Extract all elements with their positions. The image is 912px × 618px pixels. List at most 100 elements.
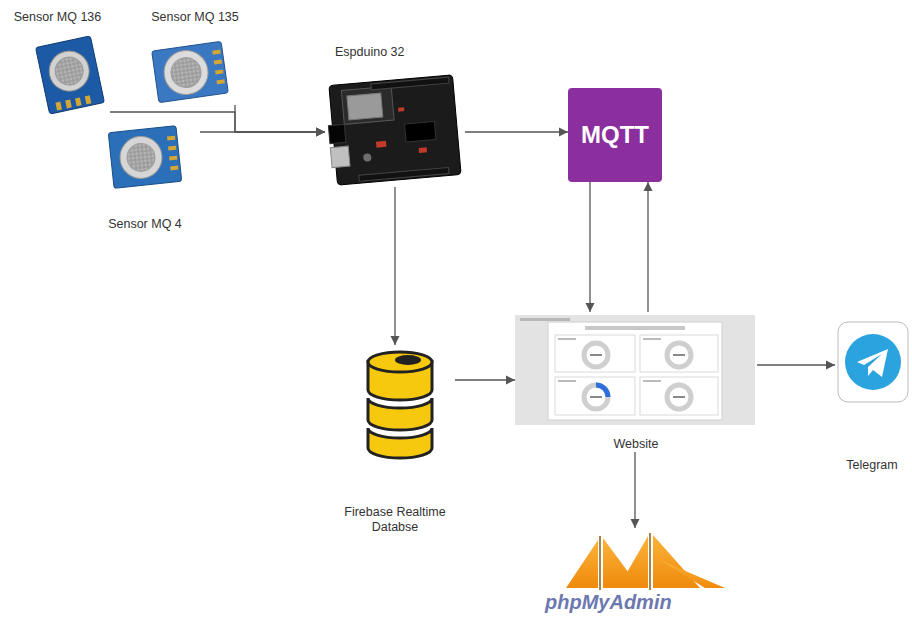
mq4-sensor-picture-part bbox=[167, 136, 175, 141]
mq136-sensor-picture-part bbox=[65, 100, 72, 109]
microcontroller-board: Espduino 32 bbox=[325, 45, 465, 187]
website-screenshot-part bbox=[548, 322, 722, 420]
node-label: Website bbox=[614, 437, 659, 452]
website-screenshot-part bbox=[558, 380, 576, 382]
espduino-board-picture-part bbox=[328, 124, 346, 143]
node-label: Firebase Realtime Databse bbox=[339, 505, 451, 535]
website-screenshot-part bbox=[515, 315, 755, 425]
mq4-sensor-picture-part bbox=[169, 156, 177, 161]
espduino-board-picture-part bbox=[371, 77, 449, 90]
flow-arrow bbox=[634, 452, 635, 528]
website-screenshot-part bbox=[643, 380, 661, 382]
mq4-sensor-picture-part bbox=[108, 126, 181, 189]
telegram-app: Telegram bbox=[835, 318, 909, 473]
website-screenshot-part bbox=[590, 396, 602, 398]
mq135-sensor-picture-part bbox=[152, 41, 229, 102]
mq4-sensor-picture-part bbox=[118, 134, 164, 180]
flow-arrow bbox=[757, 364, 835, 365]
telegram-icon-part bbox=[845, 334, 901, 390]
website-screenshot-part bbox=[584, 385, 608, 409]
flow-arrow bbox=[455, 379, 515, 380]
mq135-sensor-picture-part bbox=[161, 48, 211, 98]
flow-arrow bbox=[589, 182, 590, 312]
phpmyadmin-logo: phpMyAdmin bbox=[540, 528, 735, 614]
phpmyadmin-sails bbox=[566, 533, 725, 590]
database-icon-part bbox=[368, 428, 432, 458]
node-label: phpMyAdmin bbox=[545, 590, 672, 614]
mq136-sensor-picture-part bbox=[45, 47, 92, 94]
website-screenshot-part bbox=[643, 338, 661, 340]
node-label: MQTT bbox=[581, 121, 649, 149]
mqtt-broker: MQTT bbox=[568, 88, 662, 182]
website-screenshot-part bbox=[590, 354, 602, 356]
sensor-module: Sensor MQ 136 bbox=[5, 10, 110, 118]
telegram-icon-part bbox=[838, 322, 908, 402]
telegram-icon bbox=[838, 322, 908, 402]
phpmyadmin-sails-part bbox=[599, 536, 601, 590]
mq4-sensor-picture-part bbox=[168, 146, 176, 151]
espduino-board-picture-part bbox=[359, 167, 449, 181]
mq136-sensor-picture-part bbox=[36, 36, 105, 114]
espduino-board-picture-part bbox=[347, 93, 383, 120]
telegram-icon-part bbox=[857, 349, 888, 377]
espduino-board-picture-part bbox=[398, 107, 404, 112]
website-screenshot-part bbox=[673, 354, 685, 356]
flow-arrow bbox=[200, 131, 325, 132]
mq135-sensor-picture bbox=[152, 41, 229, 102]
sensor-module: Sensor MQ 4 bbox=[90, 118, 200, 232]
mq4-sensor-picture bbox=[108, 126, 181, 189]
mq4-sensor-picture-part bbox=[126, 142, 157, 173]
flow-arrow bbox=[394, 187, 395, 345]
mq135-sensor-picture-part bbox=[216, 79, 224, 84]
mq135-sensor-picture-part bbox=[212, 50, 220, 55]
database: Firebase Realtime Databse bbox=[335, 345, 455, 535]
mq136-sensor-picture-part bbox=[85, 95, 92, 104]
mq135-sensor-picture-part bbox=[214, 59, 222, 64]
mq135-sensor-picture-part bbox=[169, 56, 203, 90]
espduino-board-picture-part bbox=[405, 122, 436, 143]
node-label: Telegram bbox=[846, 458, 897, 473]
mq4-sensor-picture-part bbox=[170, 166, 178, 171]
flow-arrow bbox=[647, 182, 648, 312]
website-screenshot-part bbox=[640, 377, 718, 415]
node-label: Sensor MQ 135 bbox=[151, 10, 239, 25]
database-icon-part bbox=[368, 352, 432, 372]
website-screenshot-part bbox=[555, 377, 635, 415]
espduino-board-picture-part bbox=[341, 86, 394, 124]
database-icon bbox=[368, 352, 432, 458]
node-label: Sensor MQ 136 bbox=[14, 10, 102, 25]
website-screenshot-part bbox=[585, 326, 685, 330]
database-icon-part bbox=[395, 355, 421, 365]
website-screenshot-part bbox=[640, 335, 718, 372]
node-label: Sensor MQ 4 bbox=[108, 217, 182, 232]
flow-arrow bbox=[110, 112, 325, 132]
database-icon-part bbox=[368, 398, 432, 430]
mq136-sensor-picture-part bbox=[53, 54, 86, 87]
phpmyadmin-sails-part bbox=[660, 560, 725, 588]
website-screenshot-part bbox=[520, 318, 570, 321]
phpmyadmin-sails-part bbox=[649, 533, 651, 590]
sensor-module: Sensor MQ 135 bbox=[140, 10, 250, 105]
espduino-board-picture-part bbox=[376, 141, 386, 148]
website-screenshot-part bbox=[667, 385, 691, 409]
node-label: Espduino 32 bbox=[335, 45, 405, 60]
espduino-board-picture-part bbox=[363, 153, 372, 162]
website-screenshot-part bbox=[596, 385, 608, 397]
flow-arrow bbox=[235, 105, 325, 132]
mq135-sensor-picture-part bbox=[215, 69, 223, 74]
phpmyadmin-sails-part bbox=[618, 536, 648, 588]
website-screenshot-part bbox=[667, 343, 691, 367]
website-screenshot-part bbox=[555, 335, 635, 372]
mq136-sensor-picture-part bbox=[55, 102, 62, 111]
espduino-board-picture bbox=[325, 75, 461, 186]
website: Website bbox=[515, 312, 757, 452]
espduino-board-picture-part bbox=[330, 146, 350, 167]
mq136-sensor-picture-part bbox=[75, 97, 82, 106]
website-screenshot-part bbox=[673, 396, 685, 398]
mq136-sensor-picture bbox=[36, 36, 105, 114]
espduino-board-picture-part bbox=[419, 147, 427, 153]
website-screenshot-part bbox=[558, 338, 576, 340]
phpmyadmin-sails-part bbox=[566, 540, 598, 588]
website-screenshot bbox=[515, 315, 755, 425]
